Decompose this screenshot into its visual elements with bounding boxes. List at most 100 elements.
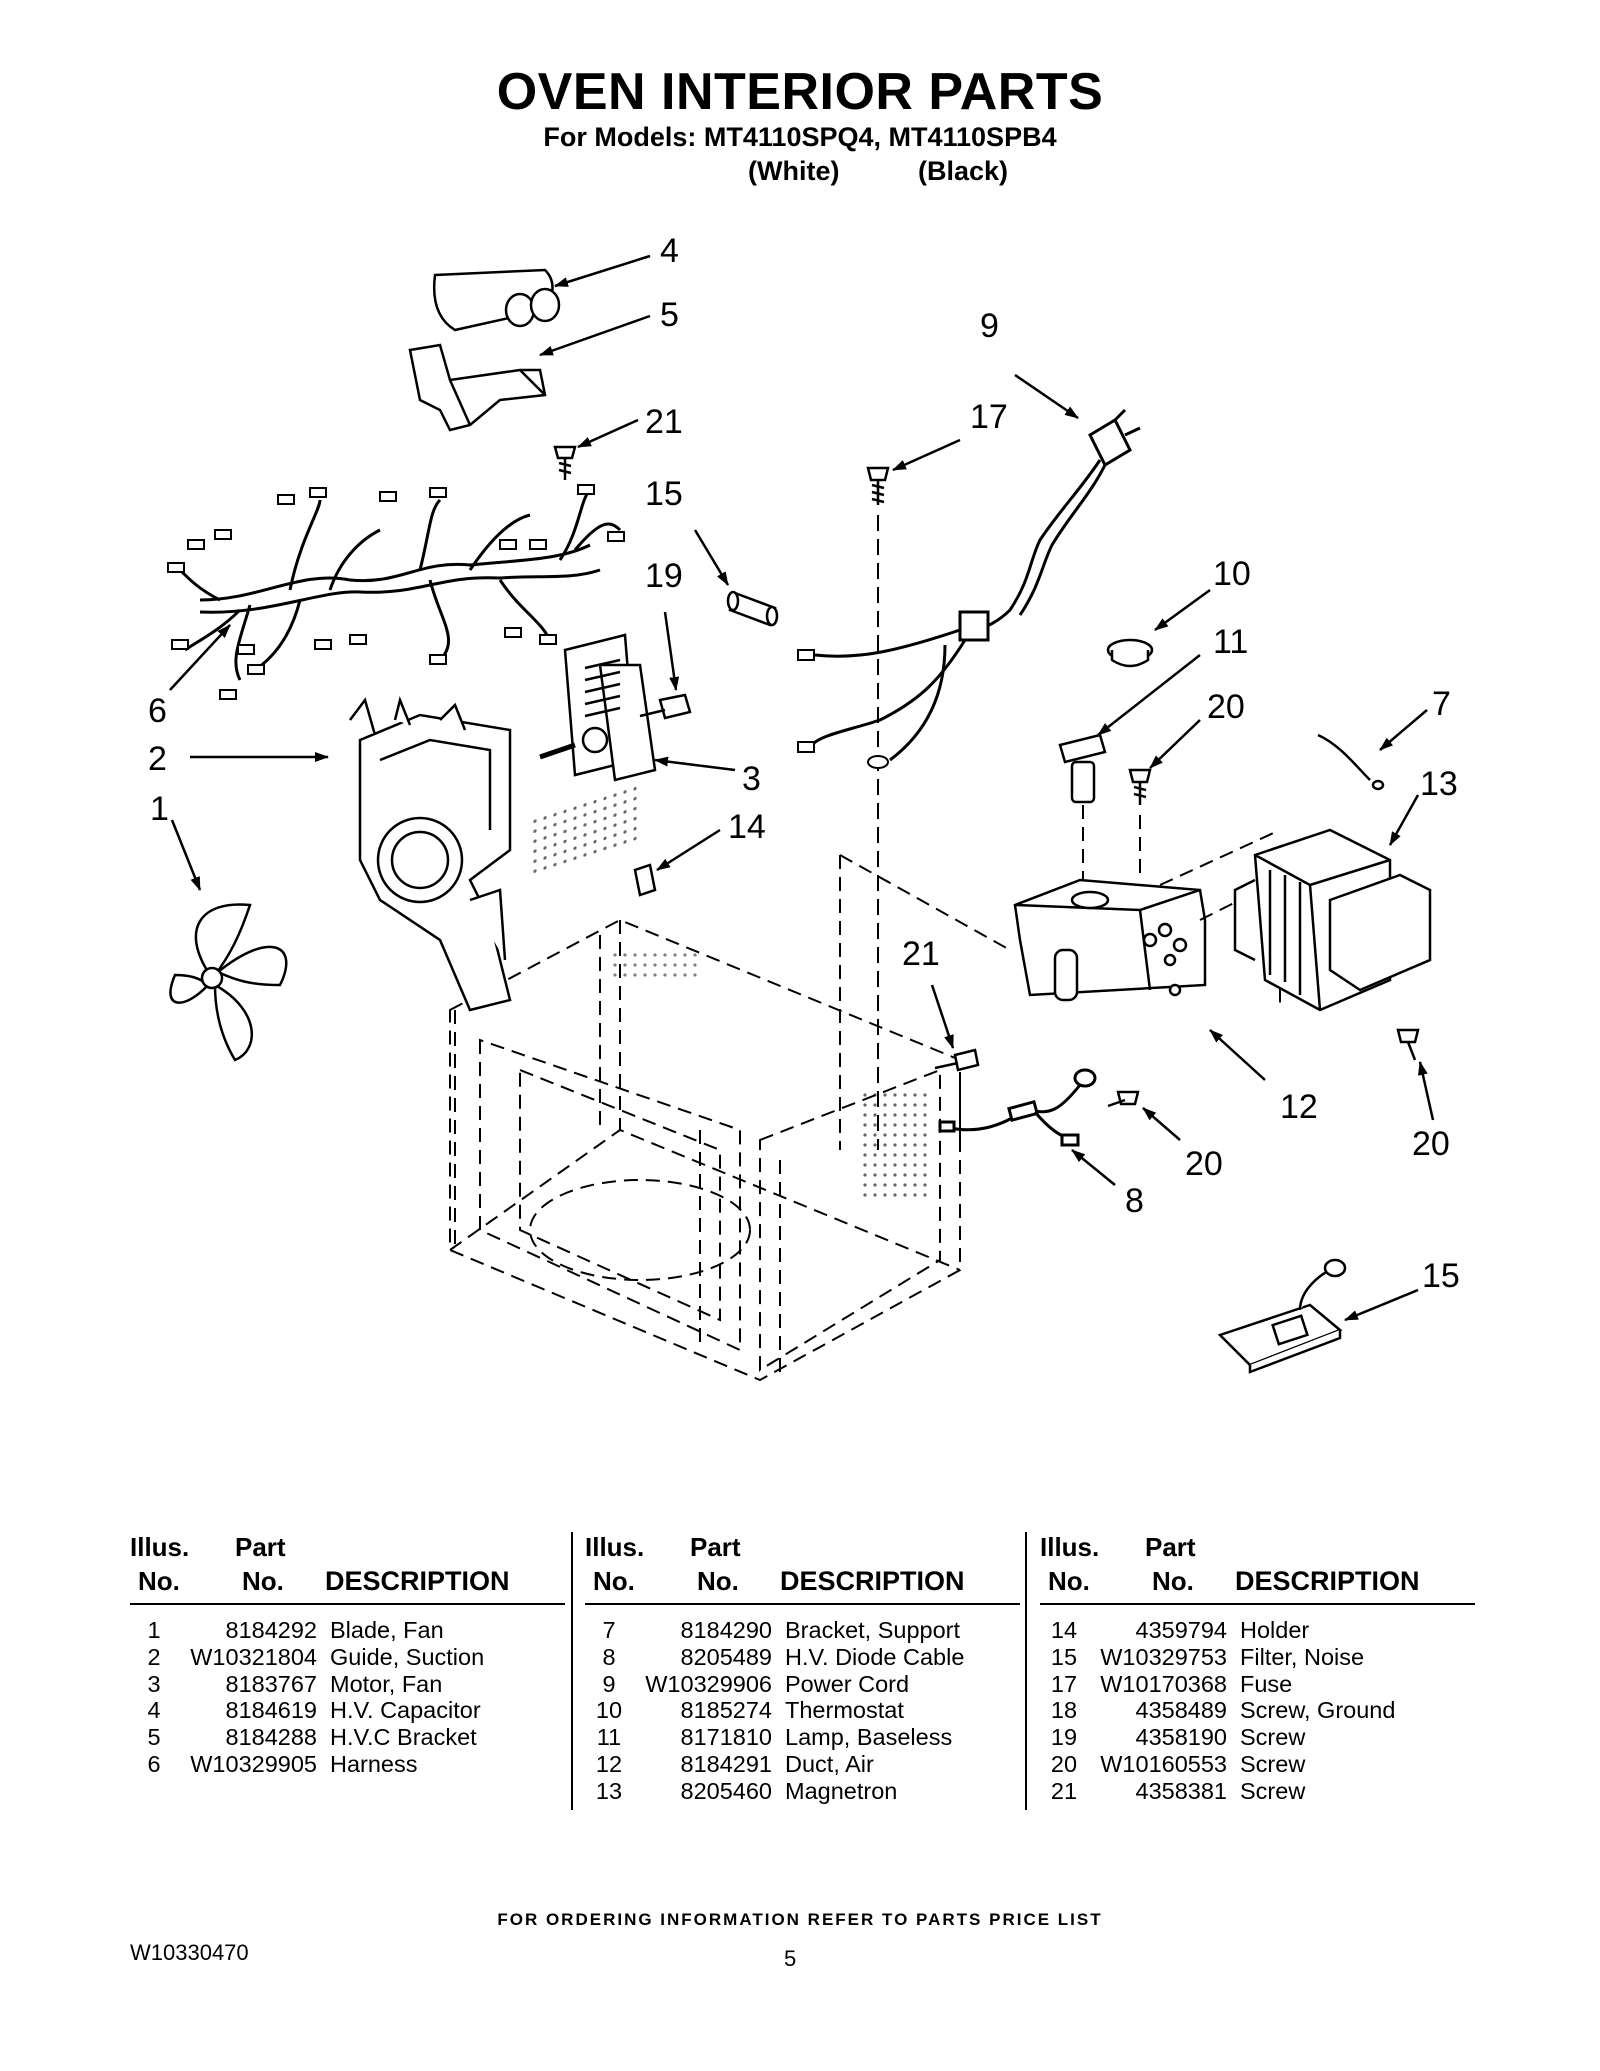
callout-4: 4 bbox=[660, 232, 679, 270]
callout-21-lower: 21 bbox=[902, 935, 940, 973]
callout-20-diode: 20 bbox=[1185, 1145, 1223, 1183]
magnetron-part bbox=[1233, 828, 1432, 1012]
header-illus-no: No. bbox=[138, 1566, 180, 1596]
header-part: Part bbox=[1145, 1532, 1196, 1562]
callout-14: 14 bbox=[728, 808, 766, 846]
fan-motor-part bbox=[539, 633, 657, 782]
callout-21-upper: 21 bbox=[645, 403, 683, 441]
header-part: Part bbox=[690, 1532, 741, 1562]
hvc-bracket-part bbox=[408, 343, 547, 432]
header-part-no: No. bbox=[242, 1566, 284, 1596]
page-number: 5 bbox=[784, 1946, 797, 1971]
column-divider-1 bbox=[571, 1532, 573, 1810]
thermostat-part bbox=[1106, 638, 1154, 668]
callout-7: 7 bbox=[1432, 685, 1451, 723]
callout-9: 9 bbox=[980, 307, 999, 345]
screw-21-lower-part bbox=[934, 1048, 980, 1072]
header-rule-1 bbox=[130, 1603, 565, 1605]
fan-blade-part bbox=[169, 903, 288, 1062]
hv-capacitor-part bbox=[433, 268, 561, 332]
callout-20-lamp: 20 bbox=[1207, 688, 1245, 726]
callout-10: 10 bbox=[1213, 555, 1251, 593]
support-bracket-part bbox=[1317, 733, 1385, 791]
callout-13: 13 bbox=[1420, 765, 1458, 803]
callout-2: 2 bbox=[148, 740, 167, 778]
wire-harness-part bbox=[178, 488, 622, 681]
header-part: Part bbox=[235, 1532, 286, 1562]
callout-11: 11 bbox=[1213, 623, 1248, 661]
header-illus: Illus. bbox=[1040, 1532, 1100, 1562]
document-number: W10330470 bbox=[130, 1940, 249, 1965]
callout-12: 12 bbox=[1280, 1088, 1318, 1126]
callout-15: 15 bbox=[1422, 1257, 1460, 1295]
power-cord-part bbox=[810, 408, 1141, 762]
callout-6: 6 bbox=[148, 692, 167, 730]
color-white-label: (White) bbox=[748, 156, 840, 186]
holder-part bbox=[633, 863, 657, 897]
header-part-no: No. bbox=[1152, 1566, 1194, 1596]
header-part-no: No. bbox=[697, 1566, 739, 1596]
air-duct-part bbox=[1013, 878, 1207, 1002]
callout-5: 5 bbox=[660, 296, 679, 334]
header-description: DESCRIPTION bbox=[1235, 1566, 1420, 1596]
model-list: For Models: MT4110SPQ4, MT4110SPB4 bbox=[543, 122, 1057, 152]
header-illus-no: No. bbox=[593, 1566, 635, 1596]
callout-labels: 4 5 21 15 19 6 2 1 3 14 9 17 10 11 20 7 … bbox=[148, 232, 1460, 1295]
column-divider-2 bbox=[1025, 1532, 1027, 1810]
callout-1: 1 bbox=[150, 790, 169, 828]
fuse-part bbox=[726, 590, 779, 627]
header-description: DESCRIPTION bbox=[780, 1566, 965, 1596]
header-illus: Illus. bbox=[585, 1532, 645, 1562]
callout-17: 15 bbox=[645, 475, 683, 513]
exploded-parts-diagram: 4 5 21 15 19 6 2 1 3 14 9 17 10 11 20 7 … bbox=[148, 232, 1460, 1382]
hv-diode-cable-part bbox=[938, 1068, 1097, 1147]
screw-21-upper-part bbox=[553, 445, 577, 480]
header-illus-no: No. bbox=[1048, 1566, 1090, 1596]
screw-20-diode-part bbox=[1107, 1090, 1140, 1108]
callout-3: 3 bbox=[742, 760, 761, 798]
color-black-label: (Black) bbox=[918, 156, 1009, 186]
ground-screw-part bbox=[866, 466, 890, 505]
callout-arrows bbox=[169, 254, 1435, 1322]
harness-connectors bbox=[167, 484, 625, 700]
screw-20-magnetron-part bbox=[1396, 1028, 1420, 1061]
cord-connectors bbox=[797, 649, 889, 769]
ordering-note: FOR ORDERING INFORMATION REFER TO PARTS … bbox=[497, 1910, 1103, 1929]
callout-20-magnetron: 20 bbox=[1412, 1125, 1450, 1163]
lamp-part bbox=[1058, 733, 1107, 804]
callout-8: 8 bbox=[1125, 1182, 1144, 1220]
screw-20-lamp-part bbox=[1128, 768, 1152, 805]
header-description: DESCRIPTION bbox=[325, 1566, 510, 1596]
page-title: OVEN INTERIOR PARTS bbox=[496, 63, 1104, 121]
noise-filter-part bbox=[1217, 1258, 1347, 1374]
header-rule-3 bbox=[1040, 1603, 1475, 1605]
header-illus: Illus. bbox=[130, 1532, 190, 1562]
callout-19: 19 bbox=[645, 557, 683, 595]
header-rule-2 bbox=[585, 1603, 1020, 1605]
screw-19-part bbox=[639, 693, 692, 720]
callout-18: 17 bbox=[970, 398, 1008, 436]
